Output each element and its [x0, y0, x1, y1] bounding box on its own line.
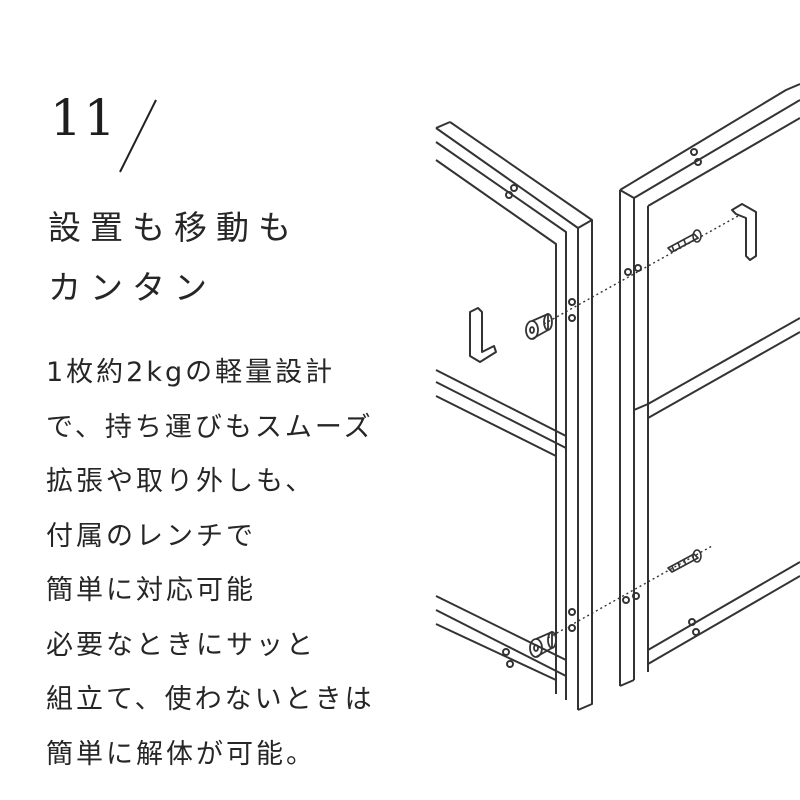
description-line-2: で、持ち運びもスムーズ	[46, 411, 374, 443]
barrel-nut-icon	[525, 313, 553, 340]
description-line-4: 付属のレンチで	[46, 520, 256, 552]
barrel-nut-icon	[529, 631, 557, 658]
description-line-3: 拡張や取り外しも、	[46, 466, 316, 497]
headline-line-1: 設置も移動も	[48, 208, 300, 247]
step-slash-divider	[119, 99, 157, 173]
step-number: 11	[50, 89, 118, 147]
description-line-6: 必要なときにサッと	[46, 629, 316, 661]
description-line-8: 簡単に解体が可能。	[46, 738, 316, 770]
description-line-7: 組立て、使わないときは	[46, 684, 375, 715]
hex-wrench-icon	[731, 203, 757, 261]
description-line-1: 1枚約2kgの軽量設計	[46, 357, 336, 388]
headline: 設置も移動も カンタン	[48, 198, 300, 318]
left-frame-panel	[435, 121, 593, 711]
description: 1枚約2kgの軽量設計 で、持ち運びもスムーズ 拡張や取り外しも、 付属のレンチ…	[46, 346, 375, 782]
headline-line-2: カンタン	[48, 268, 216, 307]
bolt-icon	[667, 229, 702, 253]
alignment-guide-lines	[543, 215, 739, 639]
description-line-5: 簡単に対応可能	[46, 575, 256, 606]
hex-wrench-icon	[469, 307, 497, 363]
right-frame-panel	[619, 83, 800, 687]
bolt-icon	[667, 549, 702, 573]
assembly-illustration	[435, 83, 800, 711]
